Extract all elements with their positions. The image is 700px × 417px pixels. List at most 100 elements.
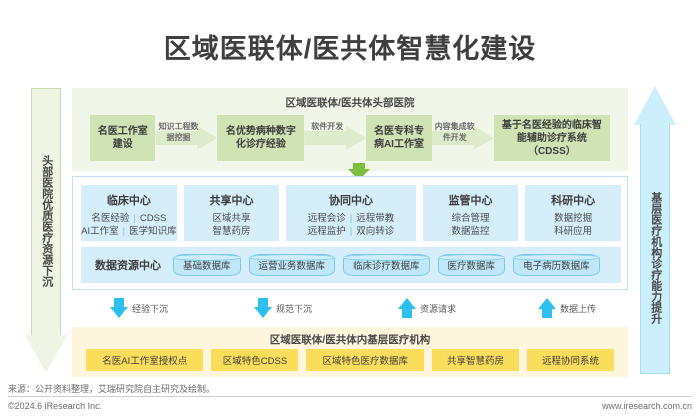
center-item: AI工作室 [81,226,119,237]
top-hospital-panel: 区域医联体/医共体头部医院 名医工作室建设 知识工程数据挖掘 名优势病种数字化诊… [72,88,628,171]
center-item: 远程带教 [356,213,395,224]
center-row: 远程会诊|远程带教 [286,212,415,225]
divider: | [122,226,126,237]
grassroots-list: 名医AI工作室授权点 区域特色CDSS 区域特色医疗数据库 共享智慧药房 远程协… [86,349,614,371]
left-resource-arrow: 头部医院优质医疗资源下沉 [25,88,67,373]
grassroots-item: 名医AI工作室授权点 [86,349,204,371]
right-arrow-head [634,86,676,125]
database-label: 运营业务数据库 [258,261,326,272]
divider: | [133,213,136,224]
divider: | [349,213,353,224]
center-item: 名医经验 [91,213,130,224]
center-title: 科研中心 [551,195,596,207]
green-down-arrow-icon [348,163,370,180]
center-card-shared: 共享中心 区域共享 智慧药房 [183,185,280,241]
center-row: 远程监护|双向转诊 [286,225,415,238]
flow-arrow-3: 内容集成软件开发 [431,118,494,158]
center-item: 远程会诊 [307,213,346,224]
source-note: 来源：公开资料整理，艾瑞研究院自主研究及绘制。 [8,384,216,394]
flow-label: 经验下沉 [132,303,169,314]
arrow-up-icon [538,298,556,318]
top-panel-header: 区域医联体/医共体头部医院 [285,97,415,109]
flow-arrow-label-2: 软件开发 [311,122,344,131]
arrow-head [538,298,556,309]
database-label: 医疗数据库 [447,261,496,272]
grassroots-item: 共享智慧药房 [431,349,519,371]
grassroots-item: 区域特色CDSS [211,349,299,371]
flow-arrow-resource-request: 资源请求 [398,298,456,318]
arrow-up-icon [398,298,416,318]
database-label: 基础数据库 [183,261,231,272]
top-panel-flow: 名医工作室建设 知识工程数据挖掘 名优势病种数字化诊疗经验 软件开发 名医专科专… [90,113,611,163]
divider: | [349,226,353,237]
center-row: 科研应用 [554,226,593,237]
arrow-head [254,307,272,318]
center-item: 远程监护 [307,226,346,237]
arrow-head [110,307,128,318]
arrow-head [398,298,416,309]
data-center-title: 数据资源中心 [95,260,161,272]
right-arrow-shaft [640,124,670,374]
flow-arrow-1: 知识工程数据挖掘 [155,118,218,158]
database-list: 基础数据库 运营业务数据库 临床诊疗数据库 医疗数据库 电子病历数据库 [173,254,600,276]
website-text: www.iresearch.com.cn [601,401,692,411]
left-arrow-shaft [31,88,61,336]
database-cylinder-icon: 基础数据库 [173,254,241,276]
database-label: 电子病历数据库 [523,261,590,272]
center-row: 综合管理 [451,213,490,224]
footer-divider [8,396,692,397]
arrow-stem [542,308,552,318]
page-title: 区域医联体/医共体智慧化建设 [163,34,537,64]
flow-box-4: 基于名医经验的临床智能辅助诊疗系统（CDSS） [493,115,611,161]
bottom-panel-header: 区域医联体/医共体内基层医疗机构 [269,334,431,346]
center-row: 区域共享 [212,213,251,224]
center-title: 监管中心 [448,195,493,207]
grassroots-item: 区域特色医疗数据库 [306,349,424,371]
flow-arrow-standard: 规范下沉 [254,298,312,318]
center-row: AI工作室|医学知识库 [81,225,177,238]
flow-arrow-label-1: 知识工程数据挖掘 [158,122,199,142]
database-cylinder-icon: 医疗数据库 [437,254,506,276]
grassroots-panel: 区域医联体/医共体内基层医疗机构 名医AI工作室授权点 区域特色CDSS 区域特… [72,327,628,377]
platform-panel: 临床中心 名医经验|CDSS AI工作室|医学知识库 共享中心 区域共享 智慧药… [72,176,628,290]
flow-arrow-2: 软件开发 [304,118,367,158]
arrow-stem [402,308,412,318]
flow-arrow-data-upload: 数据上传 [538,298,596,318]
center-row: 数据监控 [451,226,490,237]
center-card-clinical: 临床中心 名医经验|CDSS AI工作室|医学知识库 [81,185,177,241]
arrow-stem [258,298,268,308]
database-label: 临床诊疗数据库 [353,261,420,272]
center-row: 名医经验|CDSS [81,212,177,225]
flow-box-1: 名医工作室建设 [90,115,156,161]
arrow-stem [114,298,124,308]
arrow-head [348,169,370,180]
right-capability-arrow: 基层医疗机构诊疗能力提升 [634,86,676,374]
center-item: CDSS [139,213,167,224]
flow-label: 数据上传 [560,303,597,314]
database-cylinder-icon: 电子病历数据库 [513,254,600,276]
center-title: 临床中心 [106,195,151,207]
grassroots-item: 远程协同系统 [526,349,614,371]
center-row: 数据挖掘 [554,213,593,224]
left-arrow-head [25,335,67,373]
flow-label: 规范下沉 [276,303,313,314]
center-item: 医学知识库 [129,226,177,237]
left-arrow-label: 头部医院优质医疗资源下沉 [40,155,53,287]
flow-direction-row: 经验下沉 规范下沉 资源请求 数据上传 [72,296,628,322]
arrow-down-icon [254,298,272,318]
center-card-collaboration: 协同中心 远程会诊|远程带教 远程监护|双向转诊 [286,185,416,241]
arrow-stem [353,163,365,170]
center-card-supervision: 监管中心 综合管理 数据监控 [422,185,519,241]
copyright-text: ©2024.6 iResearch Inc. [8,401,103,411]
right-arrow-label: 基层医疗机构诊疗能力提升 [649,192,662,324]
center-item: 双向转诊 [356,226,395,237]
arrow-down-icon [110,298,128,318]
center-list: 临床中心 名医经验|CDSS AI工作室|医学知识库 共享中心 区域共享 智慧药… [81,185,622,241]
flow-label: 资源请求 [420,303,457,314]
center-title: 共享中心 [209,195,254,207]
flow-arrow-experience: 经验下沉 [110,298,168,318]
center-row: 智慧药房 [212,226,251,237]
flow-arrow-label-3: 内容集成软件开发 [434,122,475,142]
flow-box-2: 名优势病种数字化诊疗经验 [217,115,305,161]
